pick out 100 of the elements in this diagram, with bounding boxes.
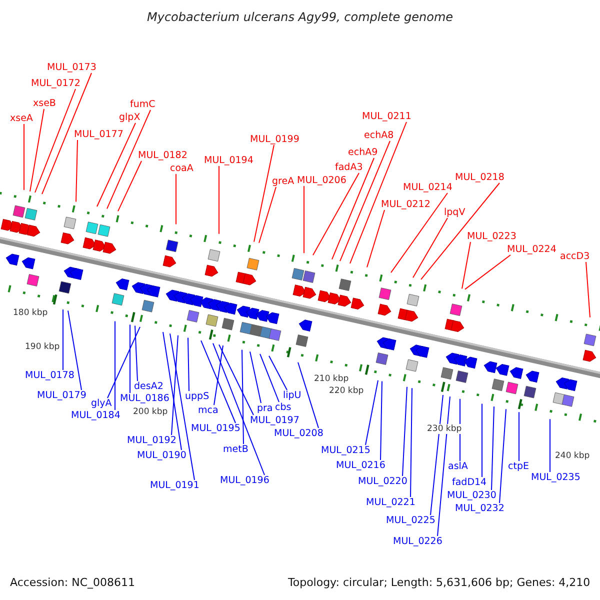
leader-line xyxy=(298,362,319,428)
leader-line xyxy=(254,144,274,242)
gene-label: MUL_0224 xyxy=(507,244,556,255)
leader-line xyxy=(76,140,78,202)
leader-line xyxy=(412,218,448,278)
gene-label: fadD14 xyxy=(452,477,487,488)
scale-label: 190 kbp xyxy=(25,342,60,352)
gene-label: MUL_0212 xyxy=(381,199,430,210)
gene-label: fumC xyxy=(130,99,156,110)
leader-line xyxy=(340,140,390,262)
gene-label: MUL_0197 xyxy=(250,415,300,426)
leader-line xyxy=(260,353,280,402)
gene-label: lipU xyxy=(283,390,302,401)
scale-label: 240 kbp xyxy=(555,451,590,461)
gene-label: mca xyxy=(198,405,218,416)
gene-label: MUL_0196 xyxy=(220,475,270,486)
gene-label: MUL_0186 xyxy=(120,393,170,404)
gene-label: MUL_0182 xyxy=(138,150,188,161)
map-title: Mycobacterium ulcerans Agy99, complete genome xyxy=(147,10,454,24)
gene-label: MUL_0235 xyxy=(531,472,580,483)
leader-line xyxy=(518,412,520,462)
leader-line xyxy=(380,380,382,460)
leader-line xyxy=(258,186,276,244)
leader-line xyxy=(30,108,44,192)
gene-label: MUL_0215 xyxy=(321,445,370,456)
gene-label: lpqV xyxy=(444,207,466,218)
leader-line xyxy=(332,158,374,260)
gene-label: accD3 xyxy=(560,251,590,262)
leader-line xyxy=(188,337,190,392)
leader-line xyxy=(402,386,408,476)
gene-label: MUL_0173 xyxy=(47,62,96,73)
leader-line xyxy=(118,160,142,212)
gene-label: xseA xyxy=(10,113,33,124)
leader-line xyxy=(106,110,151,210)
gene-label: MUL_0184 xyxy=(71,410,120,421)
leader-line xyxy=(366,210,385,268)
gene-label: MUL_0199 xyxy=(250,134,300,145)
leader-line xyxy=(62,309,64,370)
scale-label: 180 kbp xyxy=(13,308,48,318)
leader-line xyxy=(350,122,407,264)
leader-line xyxy=(200,340,236,424)
gene-label: pra xyxy=(257,403,273,414)
leader-line xyxy=(96,122,136,207)
gene-label: MUL_0216 xyxy=(336,460,386,471)
gene-label: aslA xyxy=(448,461,468,472)
gene-label: glyA xyxy=(91,398,112,409)
scale-label: 230 kbp xyxy=(427,424,462,434)
gene-label: fadA3 xyxy=(335,162,363,173)
scale-label: 200 kbp xyxy=(133,407,168,417)
leader-line xyxy=(42,72,92,195)
leader-line xyxy=(134,325,138,382)
leader-line xyxy=(268,355,288,390)
gene-label: MUL_0190 xyxy=(137,450,186,461)
gene-label: cbs xyxy=(275,402,292,413)
leader-line xyxy=(430,394,444,516)
leader-line xyxy=(34,88,76,193)
gene-label: MUL_0220 xyxy=(358,476,408,487)
leader-line xyxy=(214,345,224,406)
genome-summary-text: Topology: circular; Length: 5,631,606 bp; Genes: 4,210 xyxy=(288,576,590,590)
gene-label: MUL_0179 xyxy=(37,390,86,401)
gene-label: greA xyxy=(272,176,294,187)
accession-text: Accession: NC_008611 xyxy=(10,576,136,590)
gene-label: MUL_0225 xyxy=(386,515,436,526)
gene-label: MUL_0214 xyxy=(403,182,452,193)
leader-line xyxy=(250,351,262,404)
leader-line xyxy=(68,310,82,390)
gene-label: MUL_0195 xyxy=(191,423,240,434)
gene-label: desA2 xyxy=(134,381,164,392)
gene-label: MUL_0211 xyxy=(362,111,412,122)
leader-line xyxy=(365,380,378,446)
leader-line xyxy=(390,192,448,274)
scale-label: 210 kbp xyxy=(314,374,349,384)
gene-label: MUL_0230 xyxy=(447,490,496,501)
gene-label: ctpE xyxy=(508,461,529,472)
gene-label: MUL_0221 xyxy=(366,497,416,508)
leader-line xyxy=(586,262,590,318)
scale-label: 220 kbp xyxy=(329,386,364,396)
leader-line xyxy=(420,182,500,280)
gene-label: MUL_0194 xyxy=(204,155,254,166)
gene-label: MUL_0178 xyxy=(25,370,74,381)
gene-label: coaA xyxy=(170,163,194,174)
gene-label: MUL_0232 xyxy=(455,503,504,514)
gene-label: metB xyxy=(223,444,248,455)
gene-label: MUL_0223 xyxy=(467,231,516,242)
gene-label: MUL_0208 xyxy=(274,428,324,439)
gene-label: echA8 xyxy=(364,130,394,141)
leader-line xyxy=(437,396,450,536)
gene-label: glpX xyxy=(119,112,140,123)
leader-line xyxy=(218,166,220,234)
gene-label: MUL_0192 xyxy=(127,435,176,446)
leader-line xyxy=(462,242,471,290)
gene-label: xseB xyxy=(33,98,56,109)
leader-line xyxy=(312,172,360,256)
leader-line xyxy=(499,408,506,504)
leader-line xyxy=(162,332,182,450)
leader-line xyxy=(107,326,140,398)
gene-label: MUL_0206 xyxy=(297,175,346,186)
leader-line xyxy=(464,254,511,290)
leader-line xyxy=(170,333,195,480)
gene-label: MUL_0177 xyxy=(74,129,124,140)
